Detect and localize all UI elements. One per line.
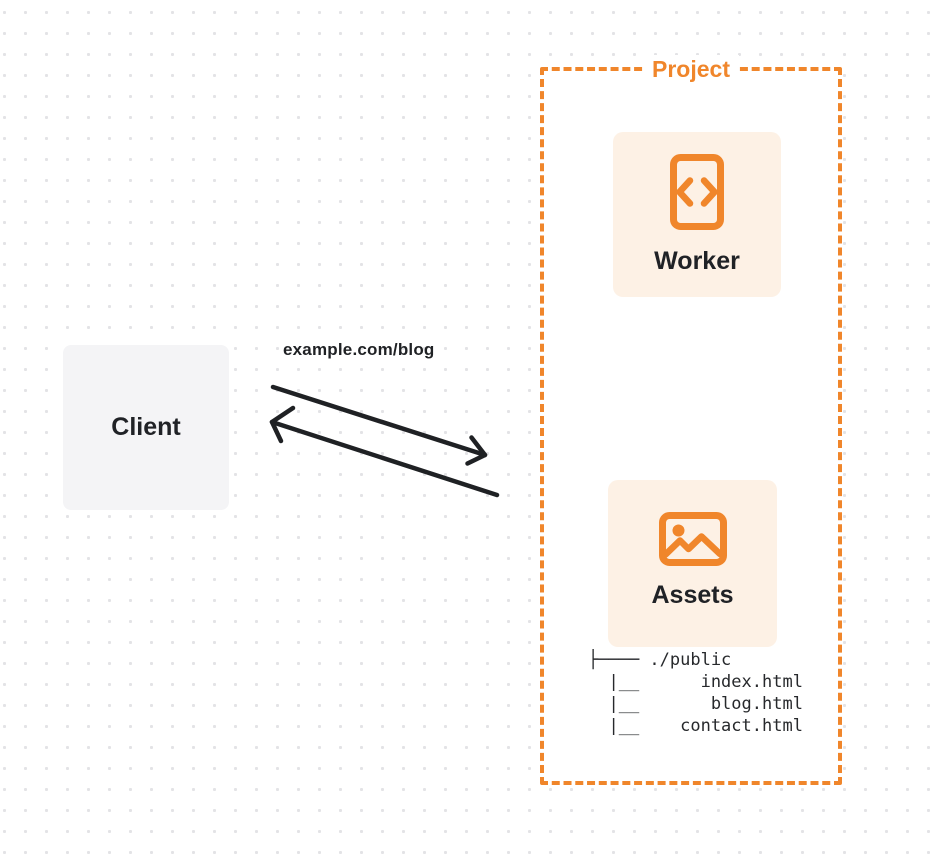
tree-line-public-dir: ├──── ./public (588, 650, 732, 670)
image-icon-sun-dot (672, 524, 684, 537)
request-url-label: example.com/blog (283, 340, 435, 359)
tree-line-contact-html: |__ contact.html (588, 716, 803, 736)
assets-file-tree: ├──── ./public |__ index.html |__ blog.h… (588, 649, 803, 737)
client-node: Client (63, 345, 229, 510)
image-icon (658, 512, 727, 566)
project-title: Project (643, 55, 739, 83)
response-arrow-line (269, 419, 500, 498)
worker-node: Worker (613, 132, 781, 297)
code-file-icon (670, 154, 724, 230)
image-icon-mountains (661, 533, 723, 558)
request-arrowhead (465, 435, 488, 466)
assets-label: Assets (651, 581, 734, 609)
assets-node: Assets (608, 480, 777, 647)
tree-line-index-html: |__ index.html (588, 672, 803, 692)
request-arrow-line (270, 384, 488, 458)
client-label: Client (111, 413, 181, 441)
response-arrowhead (269, 405, 296, 444)
tree-line-blog-html: |__ blog.html (588, 694, 803, 714)
project-boundary: Project Worker Assets ├──── ./public |__… (540, 55, 842, 785)
worker-label: Worker (654, 247, 740, 275)
